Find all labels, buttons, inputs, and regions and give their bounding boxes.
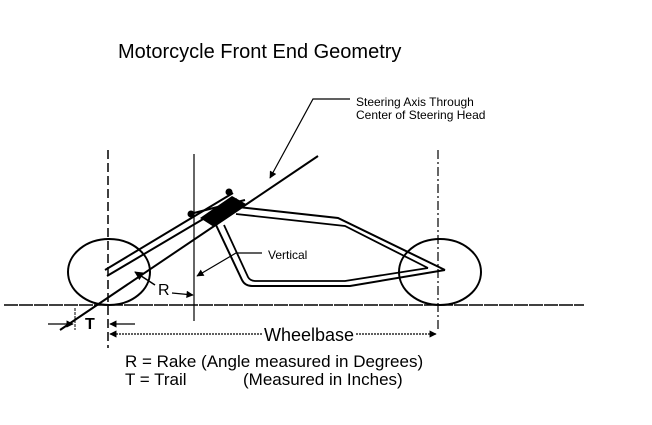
legend-trail-value: (Measured in Inches): [243, 370, 403, 389]
rake-arrow: [171, 290, 194, 298]
frame-top-tube-inner: [235, 213, 429, 269]
steering-head: [200, 196, 246, 227]
vertical-label-leader: [196, 252, 262, 277]
wheelbase-label: Wheelbase: [262, 325, 357, 346]
front-wheel: [67, 238, 151, 306]
callout-leader: [269, 98, 350, 179]
steering-axis-callout-line1: Steering Axis Through: [356, 95, 474, 109]
frame-top-tube: [237, 206, 446, 271]
legend-rake: R = Rake (Angle measured in Degrees): [125, 352, 424, 371]
diagram-title: Motorcycle Front End Geometry: [118, 41, 402, 63]
steering-axis-line: [59, 155, 319, 331]
fork-tube-upper: [104, 192, 234, 271]
steering-axis-callout-line2: Center of Steering Head: [356, 108, 486, 122]
frame-down-tube-inner: [223, 224, 429, 282]
rear-wheel: [398, 238, 482, 306]
legend-trail-key: T = Trail: [125, 370, 187, 389]
trail-label: T: [85, 316, 95, 333]
triple-clamp-lower: [187, 210, 195, 218]
vertical-label: Vertical: [268, 248, 308, 262]
rake-label: R: [158, 282, 170, 299]
rake-arc: [134, 271, 156, 286]
frame-down-tube: [215, 224, 446, 287]
triple-clamp-upper: [225, 188, 233, 196]
